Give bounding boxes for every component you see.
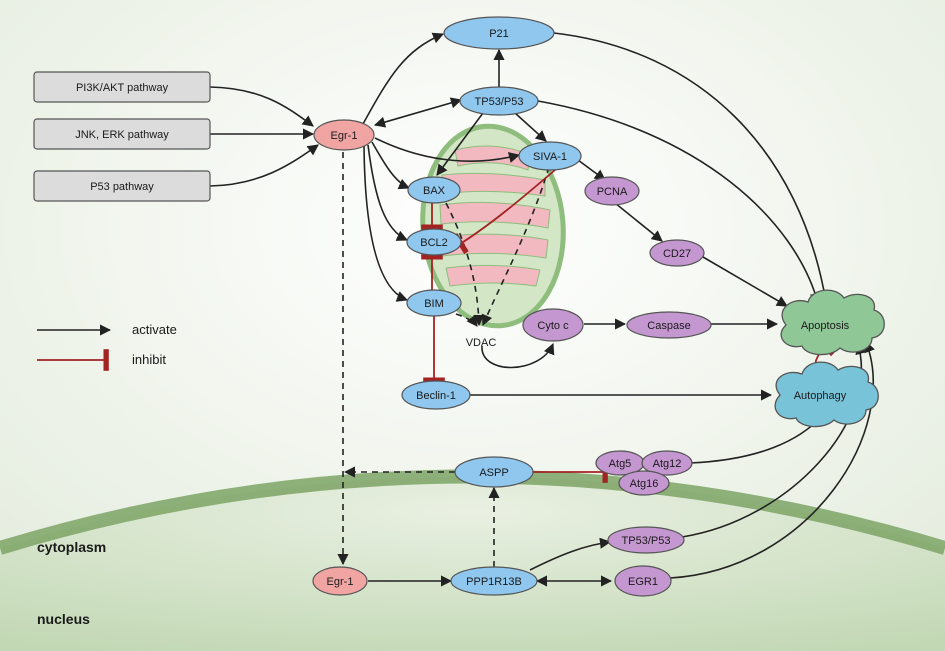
svg-text:Atg5: Atg5: [609, 458, 632, 470]
edge-pcna-cd27: [614, 202, 663, 242]
pathway-label-jnk: JNK, ERK pathway: [75, 129, 169, 141]
pathway-box-jnk: JNK, ERK pathway: [33, 118, 211, 150]
edge-ppp1r13b-tp53: [529, 537, 612, 571]
edge-siva1-bcl2-inhibit: [452, 169, 556, 255]
node-cd27: CD27: [649, 239, 705, 267]
node-bax: BAX: [407, 176, 461, 204]
edge-cd27-apoptosis: [702, 256, 788, 307]
edge-egr1-bax: [371, 141, 411, 190]
node-tp53-top: TP53/P53: [459, 86, 539, 116]
node-siva1: SIVA-1: [518, 141, 582, 171]
node-atg12: Atg12: [641, 450, 693, 476]
svg-text:Atg16: Atg16: [630, 478, 659, 490]
svg-text:Autophagy: Autophagy: [794, 390, 847, 402]
edge-tp53-apoptosis: [537, 100, 821, 305]
node-egr1-caps: EGR1: [614, 565, 672, 597]
node-cytoc: Cyto c: [522, 308, 584, 342]
svg-text:Beclin-1: Beclin-1: [416, 390, 456, 402]
edge-tp53-bax: [436, 112, 484, 176]
edge-egr1-p21: [362, 32, 445, 125]
svg-text:Egr-1: Egr-1: [327, 576, 354, 588]
pathway-label-p53: P53 pathway: [90, 181, 154, 193]
edge-egr1-bim: [363, 145, 409, 302]
svg-text:BAX: BAX: [423, 185, 446, 197]
node-egr1-bottom: Egr-1: [312, 566, 368, 596]
edge-egr1-tp53: [373, 97, 463, 128]
edge-p21-apoptosis: [553, 32, 830, 304]
legend: activate inhibit: [37, 322, 177, 371]
edge-siva1-pcna: [577, 159, 606, 181]
edge-bim-vdac-dashed: [455, 313, 478, 327]
edge-pi3k-egr1: [209, 86, 314, 127]
edge-vdac-cytoc: [481, 342, 555, 369]
svg-text:Apoptosis: Apoptosis: [801, 320, 850, 332]
svg-text:PPP1R13B: PPP1R13B: [466, 576, 522, 588]
pathway-box-pi3k: PI3K/AKT pathway: [33, 71, 211, 103]
node-aspp: ASPP: [454, 456, 534, 488]
svg-text:TP53/P53: TP53/P53: [475, 96, 524, 108]
node-bim: BIM: [406, 289, 462, 317]
node-caspase: Caspase: [626, 311, 712, 339]
node-tp53-bottom: TP53/P53: [607, 526, 685, 554]
node-atg16: Atg16: [618, 470, 670, 496]
svg-text:BCL2: BCL2: [420, 237, 448, 249]
node-ppp1r13b: PPP1R13B: [450, 566, 538, 596]
svg-text:ASPP: ASPP: [479, 467, 508, 479]
legend-activate-label: activate: [132, 322, 177, 337]
nucleus-region: [0, 476, 945, 651]
svg-text:Cyto c: Cyto c: [537, 320, 569, 332]
svg-text:Atg12: Atg12: [653, 458, 682, 470]
node-atg5: Atg5: [595, 450, 645, 476]
pathway-box-p53: P53 pathway: [33, 170, 211, 202]
node-bcl2: BCL2: [406, 228, 462, 256]
edge-siva1-vdac-dashed: [481, 166, 550, 327]
svg-text:BIM: BIM: [424, 298, 444, 310]
edge-p53-egr1: [209, 144, 319, 187]
region-label-cytoplasm: cytoplasm: [37, 539, 106, 555]
node-autophagy-cloud: Autophagy: [774, 361, 879, 428]
edge-egr1-bcl2: [367, 144, 409, 241]
edge-egr1caps-apoptosis: [669, 340, 875, 579]
edge-egr1-siva1: [374, 137, 521, 163]
svg-text:Egr-1: Egr-1: [331, 130, 358, 142]
edge-bax-vdac-dashed: [445, 202, 485, 327]
region-label-nucleus: nucleus: [37, 611, 90, 627]
node-beclin1: Beclin-1: [401, 380, 471, 410]
legend-inhibit-label: inhibit: [132, 352, 166, 367]
node-vdac: VDAC: [466, 337, 497, 349]
svg-text:PCNA: PCNA: [597, 186, 628, 198]
node-p21: P21: [443, 16, 555, 50]
pathway-label-pi3k: PI3K/AKT pathway: [76, 82, 169, 94]
svg-text:TP53/P53: TP53/P53: [622, 535, 671, 547]
svg-text:SIVA-1: SIVA-1: [533, 151, 567, 163]
svg-text:CD27: CD27: [663, 248, 691, 260]
node-pcna: PCNA: [584, 176, 640, 206]
node-apoptosis-cloud: Apoptosis: [780, 289, 885, 356]
svg-text:EGR1: EGR1: [628, 576, 658, 588]
svg-text:P21: P21: [489, 28, 509, 40]
node-egr1-top: Egr-1: [313, 119, 375, 151]
svg-text:Caspase: Caspase: [647, 320, 690, 332]
edge-tp53-siva1: [514, 112, 547, 142]
